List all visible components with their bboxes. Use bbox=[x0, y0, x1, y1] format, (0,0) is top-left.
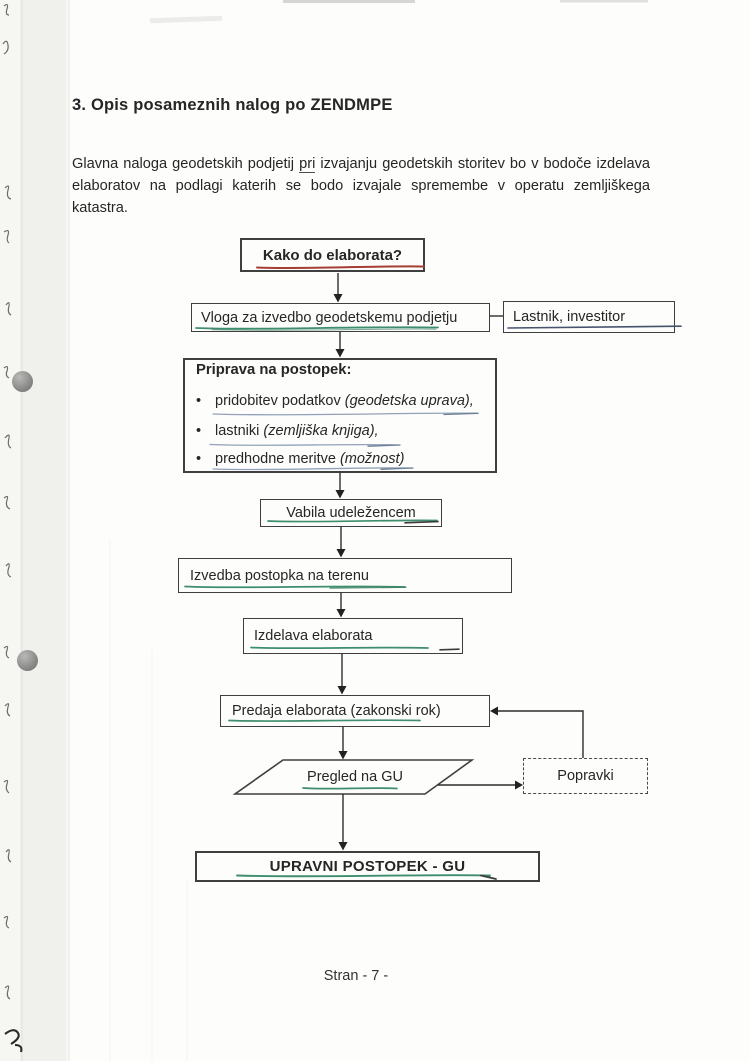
flow-node-pregled-label: Pregled na GU bbox=[265, 760, 445, 794]
flow-node-priprava bbox=[183, 358, 497, 473]
punch-hole-top bbox=[12, 371, 33, 392]
flow-node-start: Kako do elaborata? bbox=[240, 238, 425, 272]
scan-left-margin-band bbox=[0, 0, 70, 1061]
priprava-bullet-2: • lastniki (zemljiška knjiga), bbox=[196, 423, 379, 439]
flow-node-vabila: Vabila udeležencem bbox=[260, 499, 442, 527]
flow-node-izvedba: Izvedba postopka na terenu bbox=[178, 558, 512, 593]
bullet-icon: • bbox=[196, 451, 202, 467]
flow-node-izdelava-label: Izdelava elaborata bbox=[254, 628, 373, 644]
intro-part2: izvajanju geodetskih storitev bo v bodoč… bbox=[72, 156, 650, 216]
flow-node-upravni-label: UPRAVNI POSTOPEK - GU bbox=[269, 858, 466, 875]
priprava-bullet-1: • pridobitev podatkov (geodetska uprava), bbox=[196, 393, 474, 409]
flow-node-upravni: UPRAVNI POSTOPEK - GU bbox=[195, 851, 540, 882]
intro-paragraph: Glavna naloga geodetskih podjetij pri iz… bbox=[72, 153, 650, 219]
flow-node-izdelava: Izdelava elaborata bbox=[243, 618, 463, 654]
section-title: 3. Opis posameznih nalog po ZENDMPE bbox=[72, 96, 393, 114]
bullet-icon: • bbox=[196, 423, 202, 439]
intro-part1: Glavna naloga geodetskih podjetij bbox=[72, 156, 300, 172]
flow-node-predaja-label: Predaja elaborata (zakonski rok) bbox=[232, 703, 441, 719]
priprava-bullet-3-note: (možnost) bbox=[339, 451, 405, 467]
punch-hole-bottom bbox=[17, 650, 38, 671]
priprava-bullet-2-note: (zemljiška knjiga), bbox=[263, 423, 379, 439]
flow-node-start-label: Kako do elaborata? bbox=[262, 246, 403, 264]
priprava-bullet-2-text: lastniki bbox=[215, 423, 260, 439]
flow-node-vloga-label: Vloga za izvedbo geodetskemu podjetju bbox=[201, 309, 458, 326]
priprava-bullet-1-text: pridobitev podatkov bbox=[215, 393, 341, 409]
priprava-bullet-1-note: (geodetska uprava), bbox=[344, 393, 474, 409]
flow-node-popravki: Popravki bbox=[523, 758, 648, 794]
priprava-bullet-3: • predhodne meritve (možnost) bbox=[196, 451, 404, 467]
flow-node-lastnik-label: Lastnik, investitor bbox=[513, 309, 626, 325]
flow-node-predaja: Predaja elaborata (zakonski rok) bbox=[220, 695, 490, 727]
flow-node-lastnik: Lastnik, investitor bbox=[503, 301, 675, 333]
flow-node-vabila-label: Vabila udeležencem bbox=[286, 505, 416, 521]
priprava-bullet-3-text: predhodne meritve bbox=[215, 451, 336, 467]
pregled-text: Pregled na GU bbox=[307, 769, 403, 785]
flow-node-izvedba-label: Izvedba postopka na terenu bbox=[190, 567, 369, 584]
flow-node-vloga: Vloga za izvedbo geodetskemu podjetju bbox=[191, 303, 490, 332]
page-number: Stran - 7 - bbox=[323, 968, 389, 984]
priprava-title: Priprava na postopek: bbox=[196, 362, 352, 378]
scan-top-smudges bbox=[149, 0, 648, 24]
flow-node-popravki-label: Popravki bbox=[557, 768, 614, 784]
bullet-icon: • bbox=[196, 393, 202, 409]
intro-underlined-word: pri bbox=[299, 156, 316, 173]
